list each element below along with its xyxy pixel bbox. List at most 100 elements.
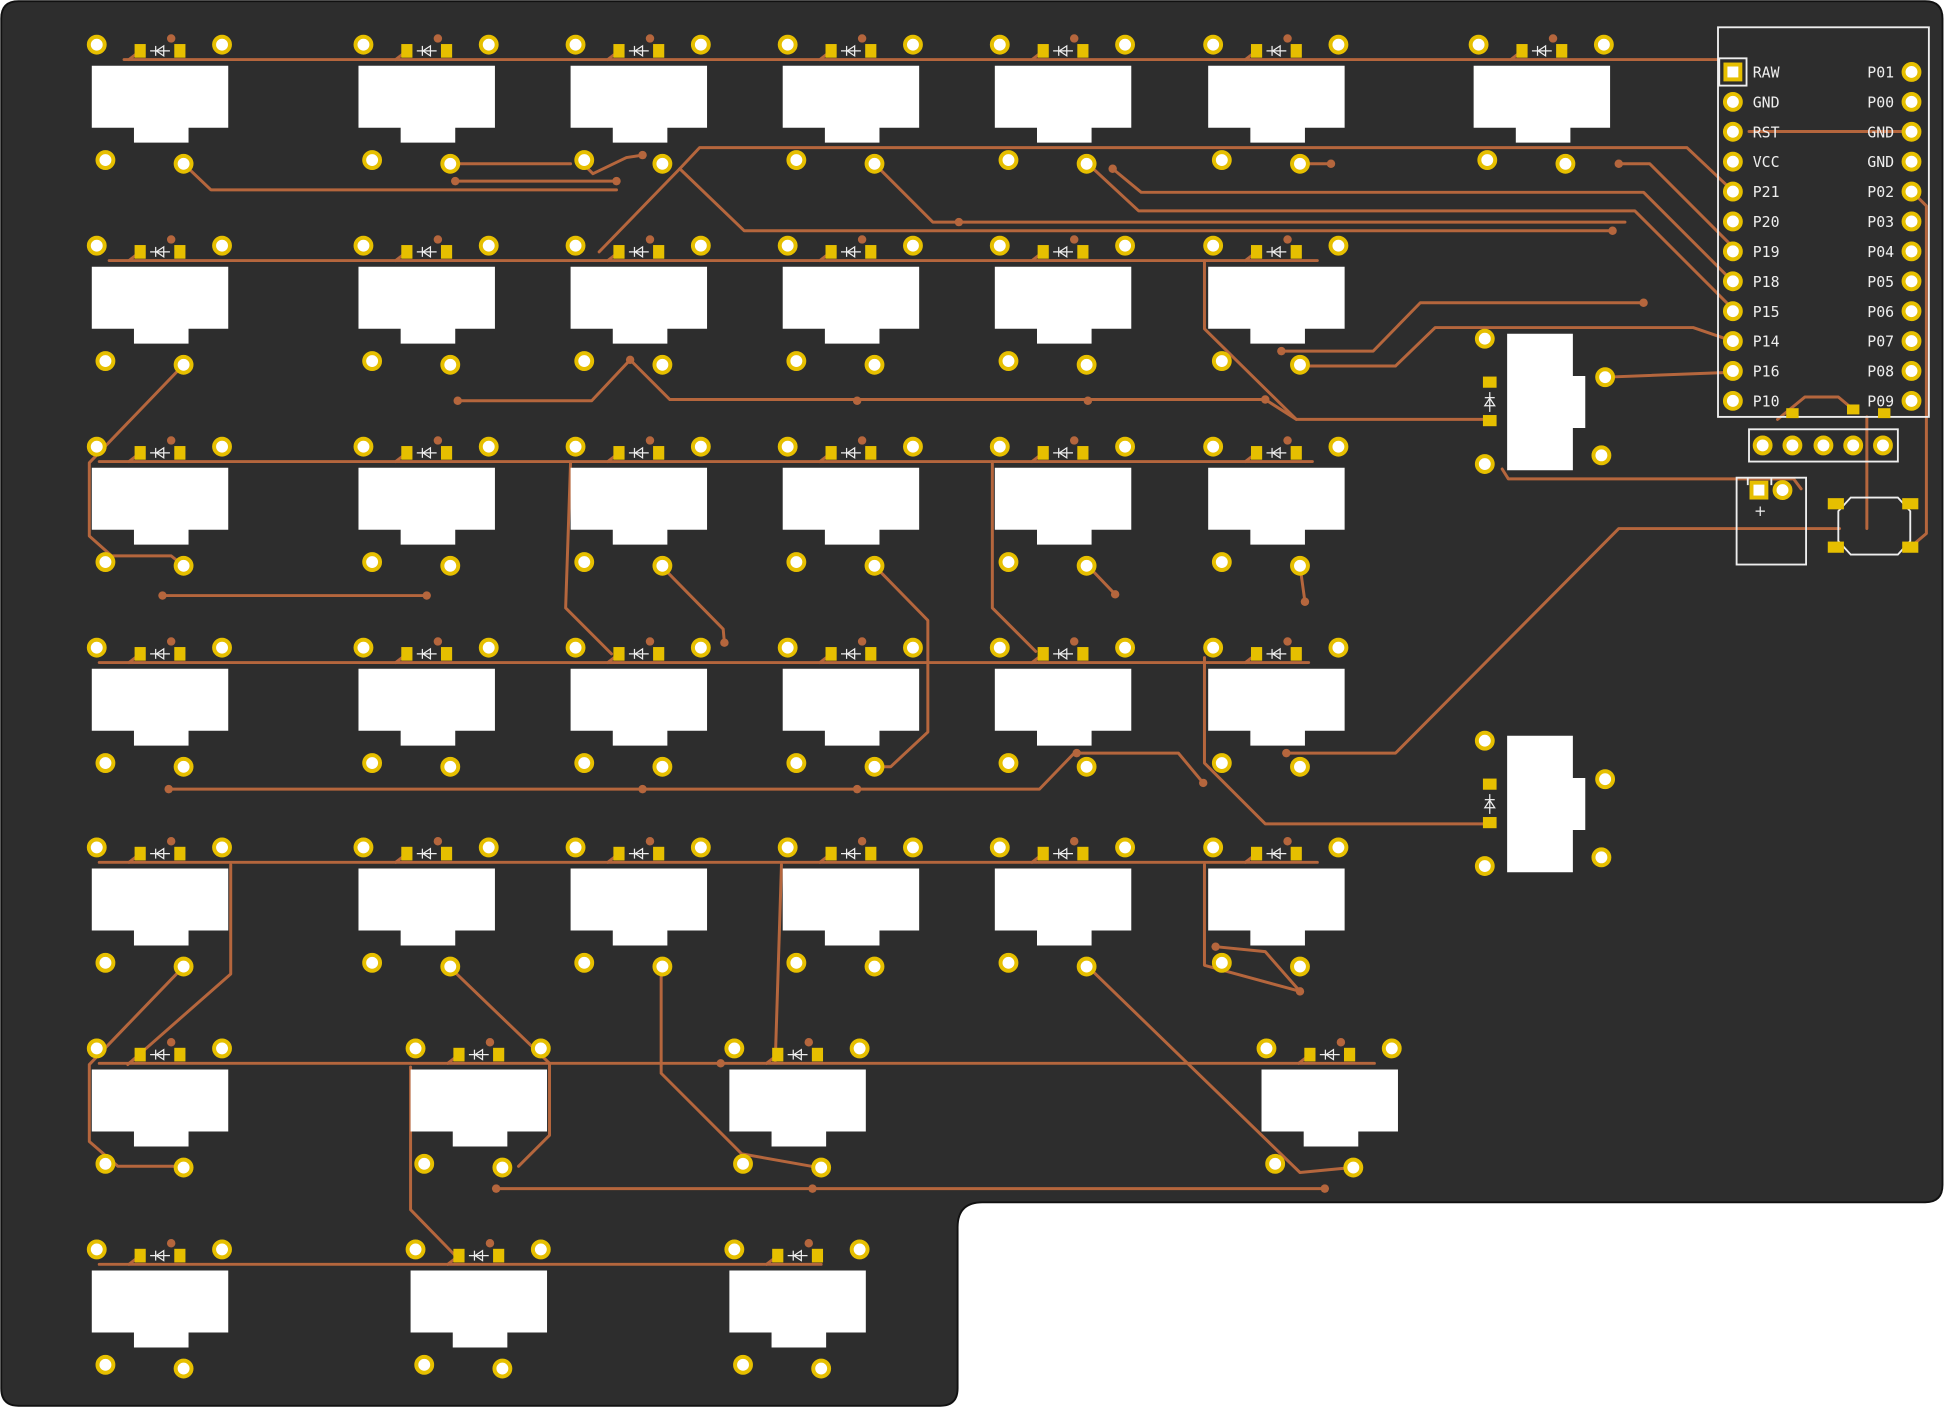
switch-pad (212, 637, 232, 658)
diode-pad (825, 446, 837, 460)
switch-pad (998, 952, 1019, 973)
switch-pad (998, 150, 1019, 170)
controller-pin-label: P19 (1753, 243, 1780, 261)
via (453, 396, 462, 405)
switch-pad (492, 1157, 513, 1178)
header-pin-pad (1782, 435, 1803, 456)
via (625, 355, 635, 365)
hotswap-socket-footprint (410, 1270, 548, 1348)
diode-pad (613, 647, 625, 661)
via (645, 235, 655, 244)
switch-pad (864, 756, 885, 777)
diode-pad (1516, 44, 1528, 58)
via (645, 837, 655, 846)
switch-pad (1555, 153, 1576, 174)
switch-pad (1474, 454, 1495, 474)
via (1300, 597, 1310, 606)
switch-pad (414, 1153, 435, 1174)
diode-triangle (421, 44, 432, 57)
reset-switch-pad (1827, 541, 1844, 553)
switch-pad (478, 837, 499, 858)
switch-pad (733, 1354, 753, 1375)
via (422, 591, 431, 600)
diode-pad (653, 846, 665, 861)
via (1261, 395, 1270, 404)
diode-pad (134, 846, 146, 861)
switch-pad (95, 952, 116, 973)
copper-trace (182, 162, 618, 192)
via (166, 637, 176, 646)
diode-pad (1077, 846, 1089, 861)
switch-pad (1343, 1157, 1364, 1178)
controller-pin-pad (1722, 271, 1743, 292)
controller-pin-pad (1722, 181, 1743, 202)
diode-pad (134, 44, 146, 58)
switch-pad (733, 1153, 753, 1174)
switch-pad (1203, 235, 1224, 256)
switch-pad (786, 150, 807, 170)
switch-pad (478, 34, 499, 55)
via (1283, 235, 1292, 244)
via (1295, 987, 1305, 996)
diode-symbol (1266, 245, 1287, 258)
switch-pad (574, 351, 595, 371)
via (1069, 436, 1079, 445)
diode-pad (174, 446, 186, 460)
copper-trace (126, 863, 233, 1067)
switch-pad (1211, 351, 1232, 371)
controller-pin-label: P01 (1867, 64, 1894, 82)
diode-symbol (150, 245, 170, 258)
via (857, 235, 867, 244)
switch-pad (492, 1358, 513, 1379)
diode-symbol (1266, 44, 1287, 57)
copper-trace (1279, 301, 1646, 353)
switch-pad (212, 436, 232, 457)
switch-pad (786, 552, 807, 572)
copper-trace (990, 460, 1038, 653)
switch-pad (1256, 1038, 1277, 1059)
switch-pad (95, 150, 116, 170)
controller-pin-label: P04 (1867, 243, 1894, 261)
switch-pad (1211, 753, 1232, 773)
switch-pad (362, 952, 383, 973)
via (166, 235, 176, 244)
diode-pad (1250, 846, 1263, 861)
diode-triangle (846, 647, 856, 660)
via (164, 784, 173, 794)
controller-pin-pad (1901, 181, 1922, 202)
switch-pad (1076, 555, 1097, 576)
diode-pad (174, 44, 186, 58)
diode-triangle (1271, 44, 1281, 57)
switch-pad (1591, 847, 1612, 868)
switch-pad (565, 637, 586, 658)
switch-pad (864, 153, 885, 174)
diode-pad (811, 1047, 824, 1062)
switch-pad (1328, 637, 1349, 658)
hotswap-socket-footprint (91, 1270, 229, 1348)
switch-pad (849, 1038, 870, 1059)
controller-pin-pad (1722, 301, 1743, 322)
diode-pad (1556, 44, 1568, 58)
switch-pad (565, 837, 586, 858)
switch-pad (989, 637, 1010, 658)
diode-pad (1482, 415, 1497, 427)
via (1326, 159, 1336, 168)
switch-pad (724, 1038, 745, 1059)
switch-pad (903, 436, 923, 457)
switch-pad (565, 235, 586, 256)
via (1614, 159, 1623, 168)
diode-symbol (841, 44, 861, 57)
switch-pad (903, 34, 923, 55)
switch-pad (353, 837, 374, 858)
controller-pin-label: P10 (1753, 392, 1780, 410)
switch-pad (1115, 837, 1135, 858)
footprint-layer (91, 44, 1611, 1348)
diode-pad (134, 446, 146, 460)
via (1336, 1038, 1346, 1047)
diode-triangle (473, 1048, 484, 1061)
diode-triangle (633, 647, 644, 660)
via (1199, 778, 1208, 788)
switch-pad (478, 436, 499, 457)
diode-triangle (1271, 446, 1281, 459)
diode-pad (613, 446, 625, 460)
